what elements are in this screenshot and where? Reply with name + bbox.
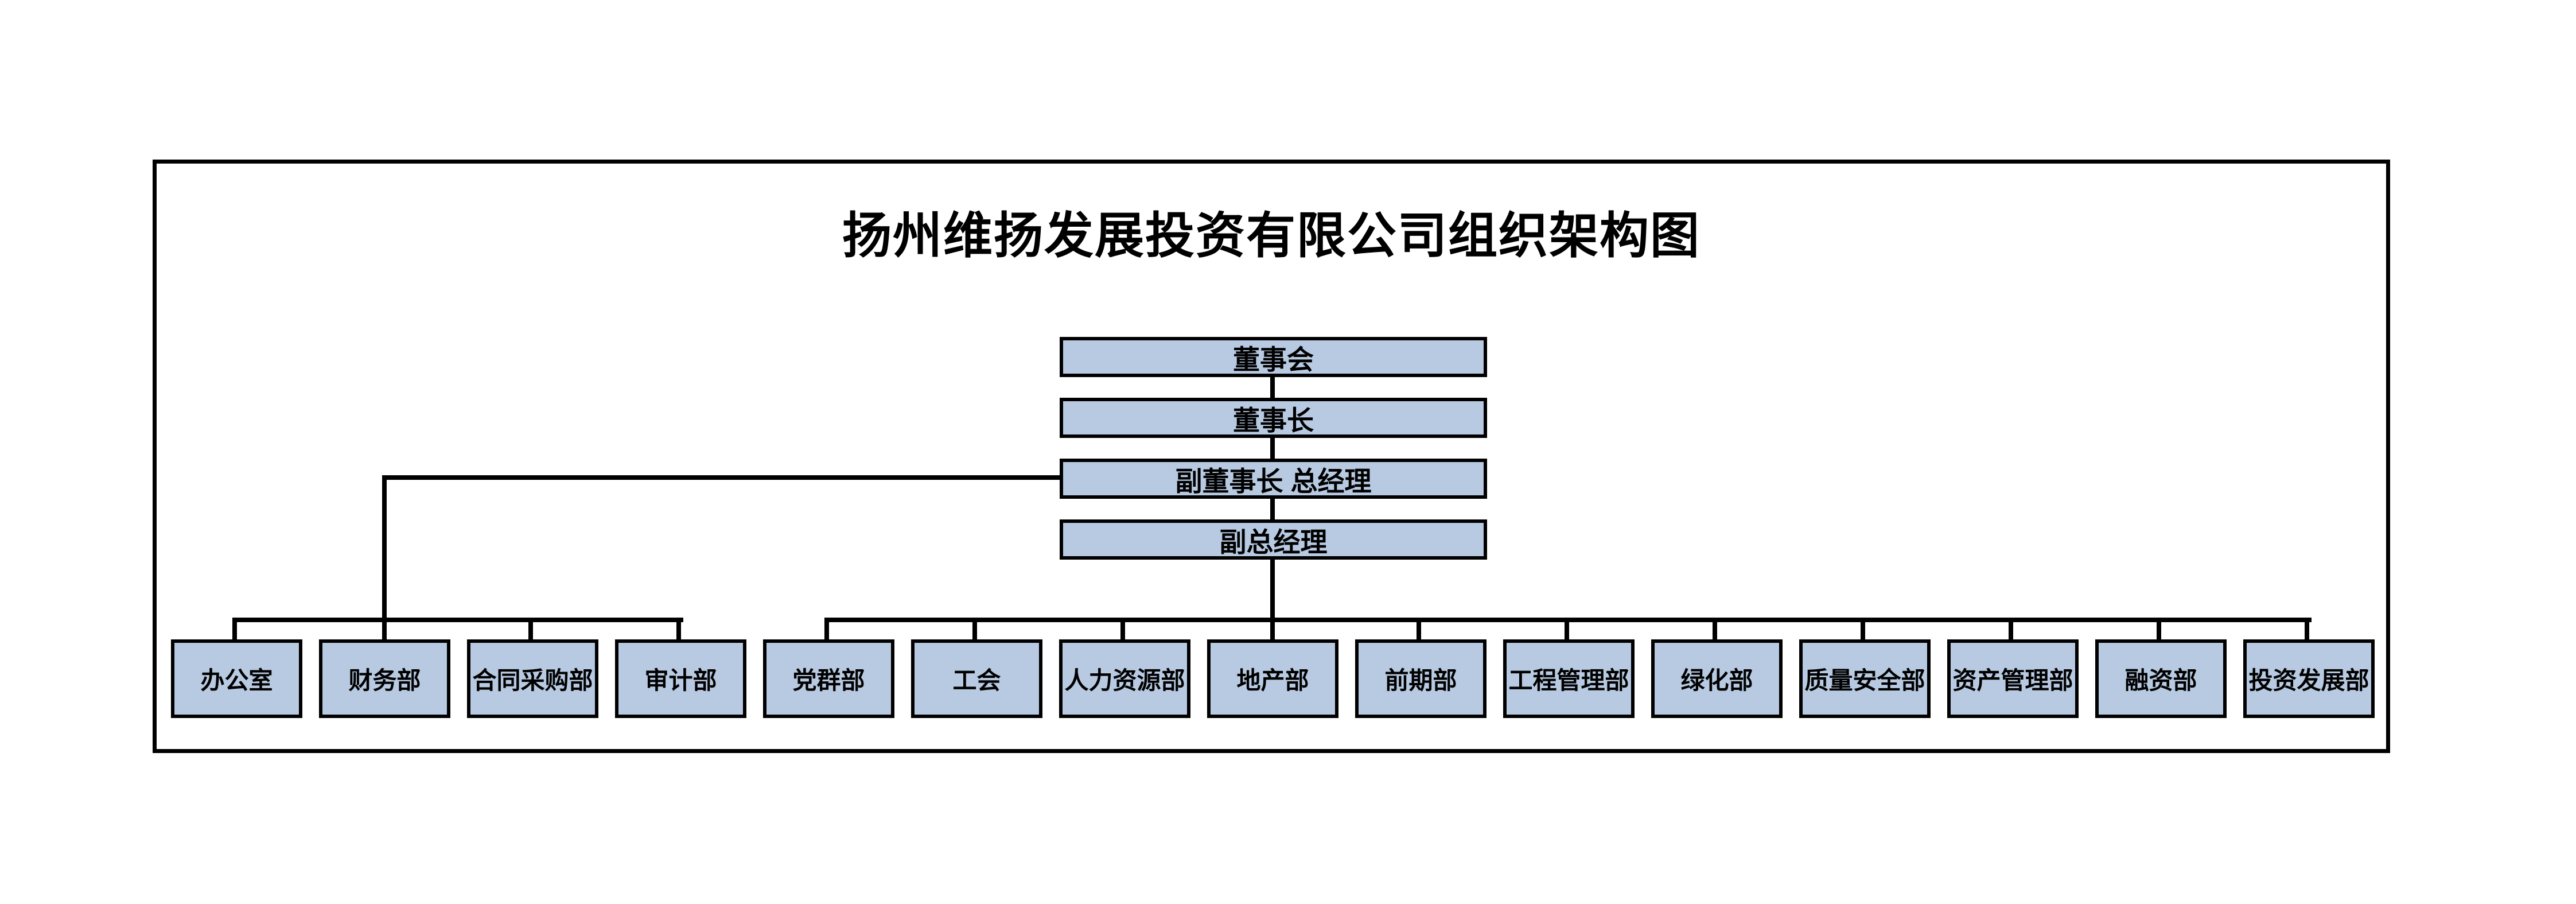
- org-box-dept: 前期部: [1355, 639, 1487, 718]
- org-box-dept: 合同采购部: [467, 639, 598, 718]
- org-box-label: 质量安全部: [1804, 667, 1925, 694]
- org-box-label: 董事长: [1233, 405, 1314, 436]
- connector-stub: [528, 618, 533, 643]
- connector-stub: [232, 618, 237, 643]
- org-box-dept: 财务部: [319, 639, 450, 718]
- connector-stub: [1120, 618, 1125, 643]
- org-box-dept: 融资部: [2095, 639, 2227, 718]
- org-box-dept: 办公室: [171, 639, 302, 718]
- org-box-vice-chairman-gm: 副董事长 总经理: [1060, 459, 1487, 499]
- org-box-label: 投资发展部: [2248, 667, 2369, 694]
- org-box-dept: 工会: [911, 639, 1042, 718]
- org-box-dept: 工程管理部: [1503, 639, 1635, 718]
- connector-stub: [1713, 618, 1717, 643]
- connector-stub: [2305, 618, 2309, 643]
- connector-stub: [2009, 618, 2013, 643]
- org-box-board: 董事会: [1060, 337, 1487, 377]
- connector-stub: [676, 618, 681, 643]
- org-box-dept: 资产管理部: [1947, 639, 2079, 718]
- org-box-dept: 党群部: [763, 639, 894, 718]
- connector-left-rail: [235, 618, 683, 622]
- org-box-label: 党群部: [792, 667, 865, 694]
- org-box-dept: 地产部: [1207, 639, 1338, 718]
- connector-stub: [1861, 618, 1865, 643]
- org-box-label: 资产管理部: [1952, 667, 2073, 694]
- org-box-label: 工程管理部: [1508, 667, 1629, 694]
- connector-right-rail: [827, 618, 2312, 622]
- connector-left-branch-vertical: [382, 475, 387, 643]
- org-box-label: 融资部: [2124, 667, 2197, 694]
- org-box-label: 董事会: [1233, 344, 1314, 375]
- org-box-label: 审计部: [644, 667, 717, 694]
- org-box-dept: 投资发展部: [2243, 639, 2375, 718]
- org-box-label: 财务部: [348, 667, 421, 694]
- org-box-label: 办公室: [200, 667, 273, 694]
- org-box-label: 前期部: [1384, 667, 1457, 694]
- connector-left-branch-horizontal: [383, 475, 1088, 480]
- org-box-label: 工会: [952, 667, 1001, 694]
- org-box-dept: 审计部: [615, 639, 746, 718]
- org-box-label: 地产部: [1236, 667, 1309, 694]
- org-box-label: 人力资源部: [1064, 667, 1185, 694]
- org-box-dept: 质量安全部: [1799, 639, 1931, 718]
- org-box-label: 副总经理: [1219, 526, 1328, 557]
- connector-main-spine: [1270, 356, 1275, 643]
- connector-stub: [2157, 618, 2161, 643]
- connector-stub: [1417, 618, 1421, 643]
- org-box-deputy-gm: 副总经理: [1060, 519, 1487, 560]
- org-box-label: 副董事长 总经理: [1175, 465, 1372, 496]
- chart-outer-frame: [153, 160, 2390, 753]
- connector-stub: [1565, 618, 1569, 643]
- org-box-dept: 人力资源部: [1059, 639, 1190, 718]
- org-box-dept: 绿化部: [1651, 639, 1783, 718]
- connector-stub: [972, 618, 977, 643]
- org-box-label: 绿化部: [1680, 667, 1753, 694]
- org-box-chairman: 董事长: [1060, 398, 1487, 438]
- connector-stub: [824, 618, 829, 643]
- org-box-label: 合同采购部: [472, 667, 593, 694]
- chart-title: 扬州维扬发展投资有限公司组织架构图: [842, 208, 1701, 263]
